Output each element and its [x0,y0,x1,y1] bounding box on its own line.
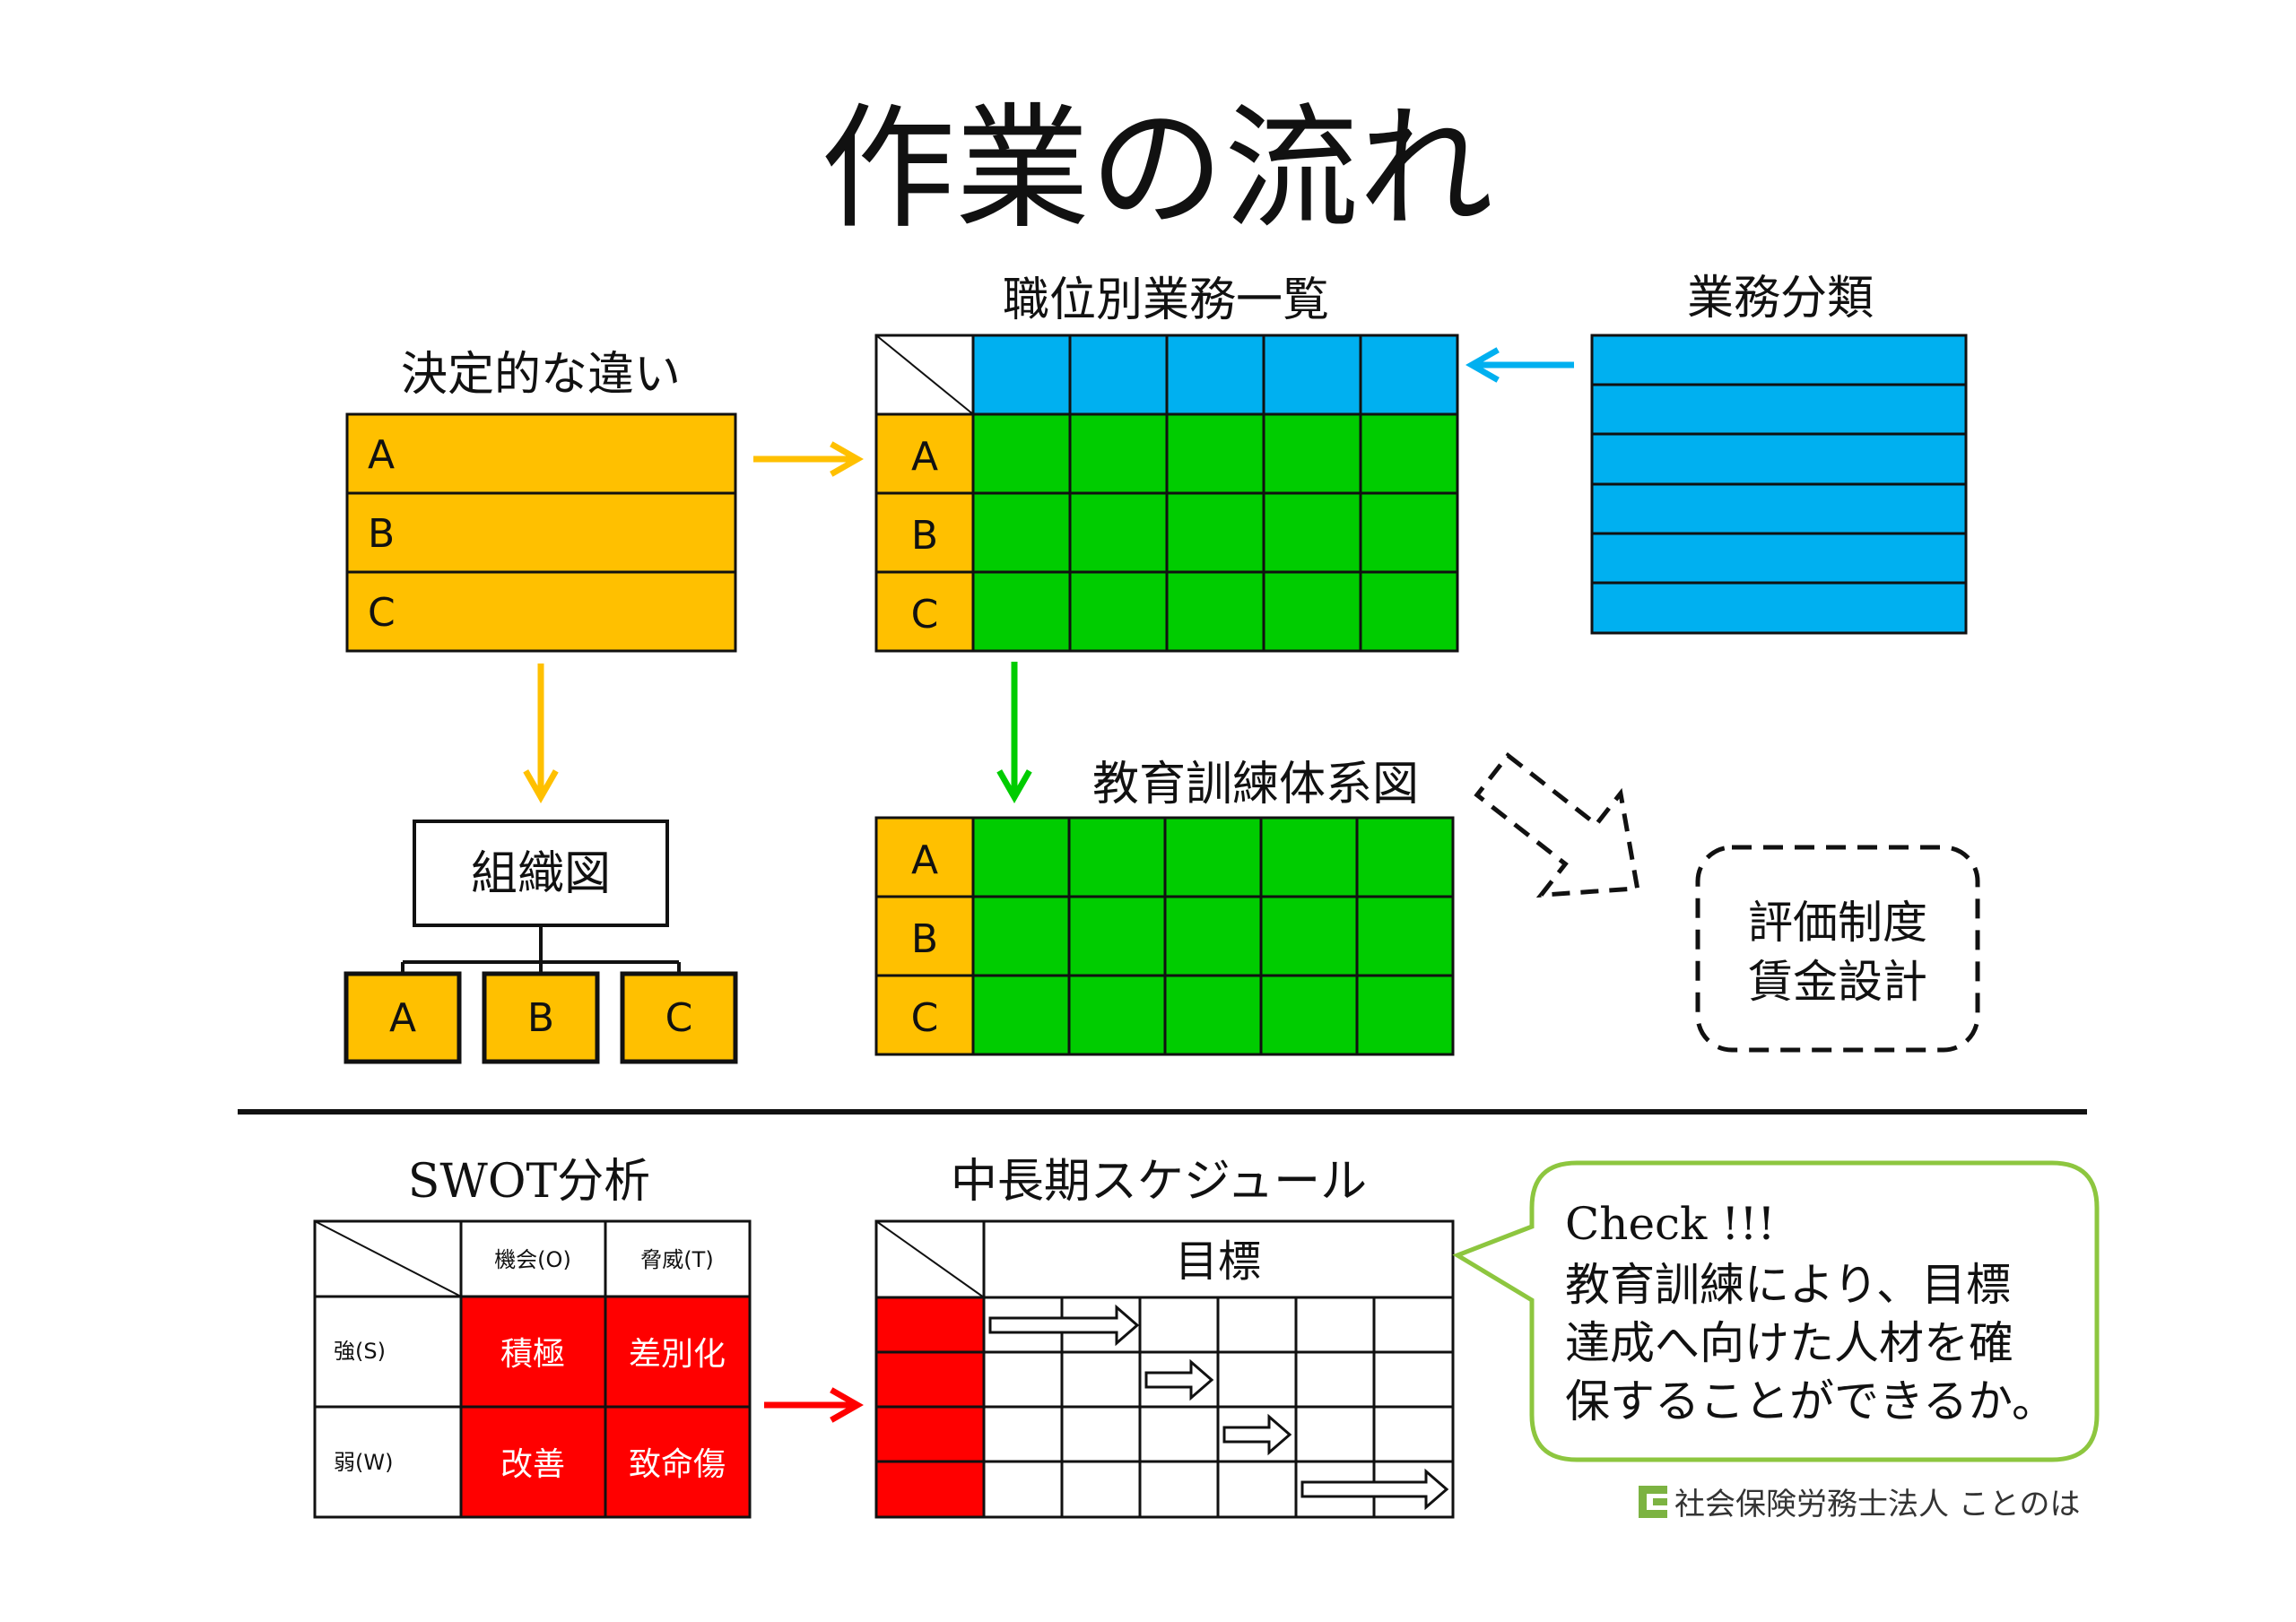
schedule-label: 中長期スケジュール [951,1155,1367,1209]
evaluation-line2: 賃金設計 [1748,956,1927,1008]
training-label: 教育訓練体系図 [1092,758,1419,811]
logo-icon [1639,1486,1667,1518]
job-list-label: 職位別業務一覧 [1003,273,1329,327]
org-chart-label: 組織図 [471,847,611,901]
org-child-c: C [665,995,693,1041]
dashed-arrow [1474,752,1640,898]
logo-text: 社会保険労務士法人 ことのは [1674,1487,2080,1522]
swot-table: SWOT分析 機会(O) 脅威(T) 強(S) 弱(W) 積極 差別化 改善 致… [313,1155,752,1519]
schedule-arrow-3 [1222,1413,1292,1456]
training-row-b: B [911,916,938,962]
schedule-arrow-1 [988,1304,1140,1347]
callout-line4: 保することができるか。 [1565,1375,2057,1427]
footer-logo: 社会保険労務士法人 ことのは [1639,1486,2080,1522]
evaluation-box: 評価制度 賃金設計 [1695,845,1980,1053]
training-row-c: C [911,995,939,1041]
swot-cell-fatal: 致命傷 [629,1446,726,1483]
swot-cell-improve: 改善 [500,1446,565,1483]
decisive-row-b: B [368,511,395,557]
callout-line2: 教育訓練により、目標 [1565,1259,2011,1311]
org-child-a: A [389,995,416,1041]
decisive-difference-table: 決定的な違い A B C [345,348,737,653]
swot-label: SWOT分析 [408,1155,650,1209]
schedule-arrow-4 [1300,1468,1449,1511]
page-title: 作業の流れ [821,91,1493,247]
task-classification-table: 業務分類 [1590,272,1968,635]
decisive-row-a: A [368,432,395,478]
swot-row-weakness: 弱(W) [334,1450,393,1475]
training-row-a: A [911,837,938,883]
decisive-row-c: C [368,590,396,636]
swot-cell-aggressive: 積極 [500,1336,565,1373]
swot-cell-differentiation: 差別化 [629,1336,726,1373]
job-list-row-a: A [911,434,938,480]
swot-col-opportunity: 機会(O) [494,1247,571,1272]
callout-line3: 達成へ向けた人材を確 [1565,1317,2013,1369]
schedule-table: 中長期スケジュール 目標 [874,1155,1455,1519]
job-list-row-b: B [911,513,938,559]
swot-col-threat: 脅威(T) [640,1247,713,1272]
evaluation-line1: 評価制度 [1748,897,1927,949]
training-system-table: 教育訓練体系図 A B C [874,758,1455,1056]
job-list-table: 職位別業務一覧 A B C [874,273,1459,653]
callout-check: Check !!! [1565,1198,1776,1250]
schedule-header-goal: 目標 [1175,1236,1261,1287]
check-callout: Check !!! 教育訓練により、目標 達成へ向けた人材を確 保することができ… [1452,1160,2100,1462]
swot-row-strength: 強(S) [334,1339,386,1364]
org-chart: 組織図 A B C [344,820,738,1064]
job-list-row-c: C [911,592,939,638]
task-class-label: 業務分類 [1687,272,1874,325]
org-child-b: B [527,995,554,1041]
decisive-difference-label: 決定的な違い [401,348,681,402]
schedule-arrow-2 [1144,1358,1214,1401]
